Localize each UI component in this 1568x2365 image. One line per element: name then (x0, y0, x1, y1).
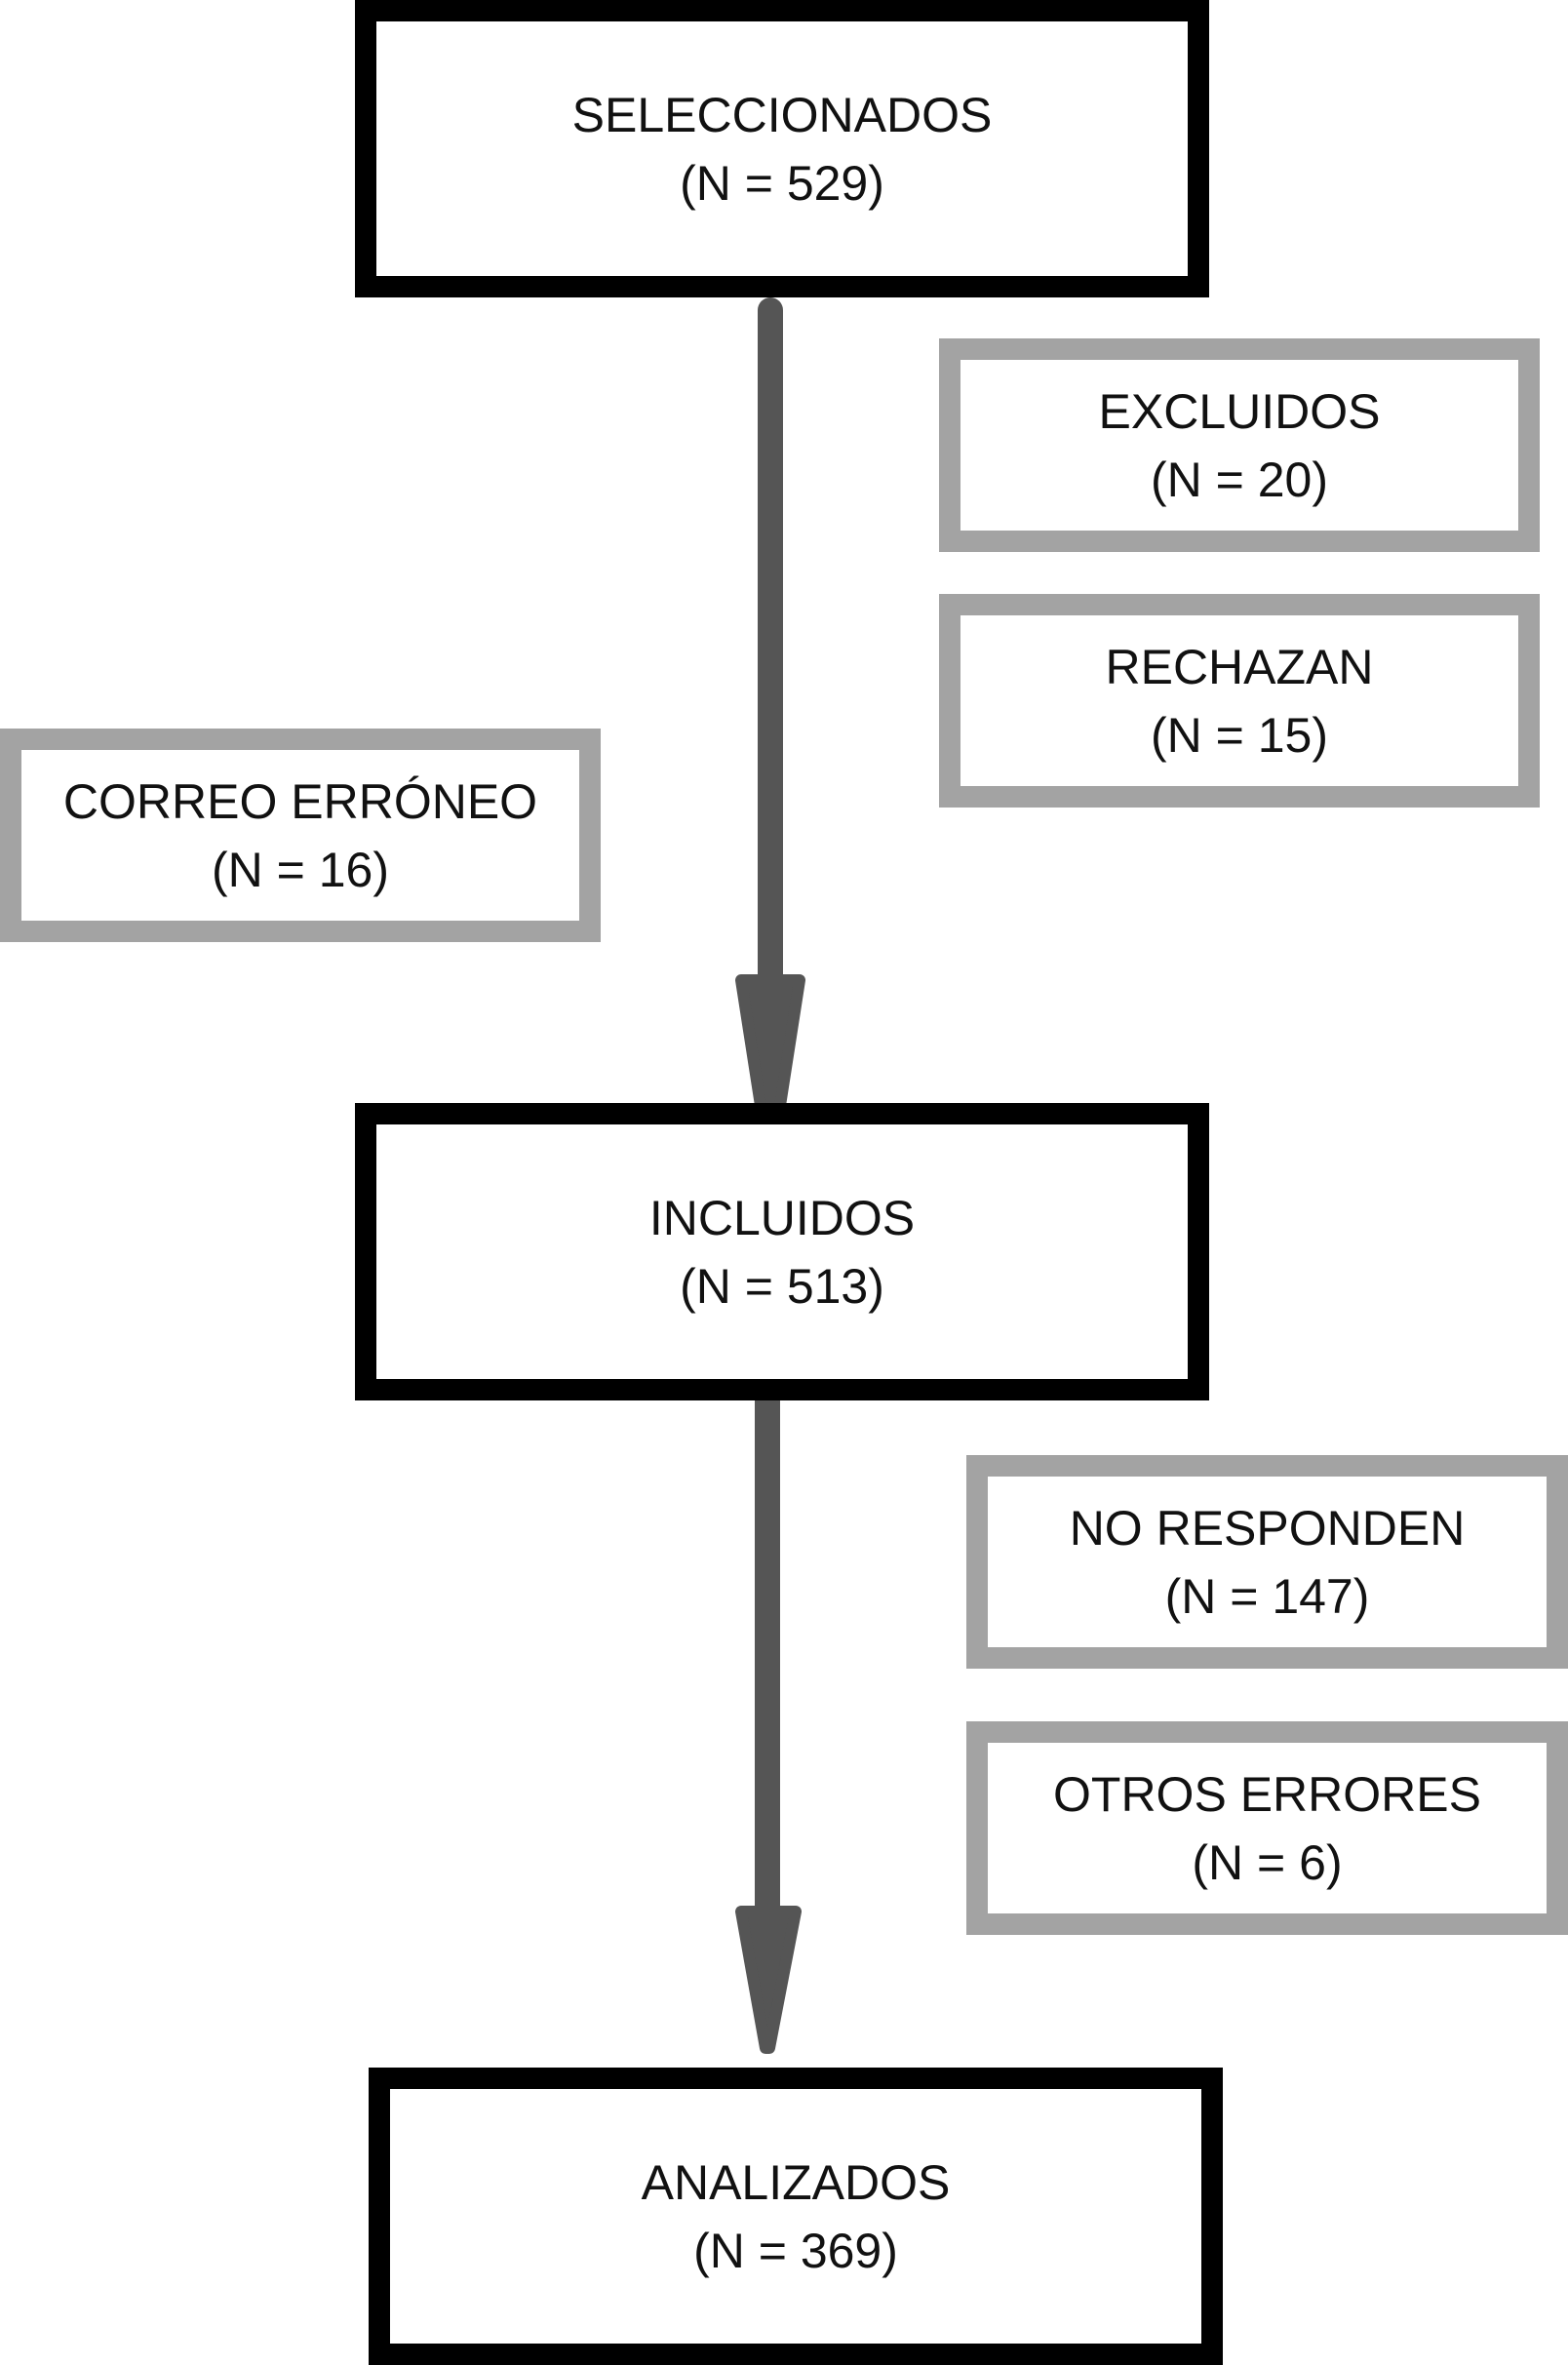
box-analizados: ANALIZADOS (N = 369) (369, 2068, 1223, 2365)
box-no-responden: NO RESPONDEN (N = 147) (966, 1455, 1568, 1669)
box-excluidos-count: (N = 20) (1150, 452, 1328, 507)
box-analizados-count: (N = 369) (693, 2223, 898, 2278)
box-no-responden-label: NO RESPONDEN (1069, 1500, 1466, 1556)
box-excluidos: EXCLUIDOS (N = 20) (939, 338, 1540, 552)
box-seleccionados: SELECCIONADOS (N = 529) (355, 0, 1209, 297)
box-otros-errores-label: OTROS ERRORES (1053, 1766, 1481, 1822)
box-seleccionados-label: SELECCIONADOS (571, 87, 993, 142)
box-correo-erroneo: CORREO ERRÓNEO (N = 16) (0, 729, 601, 942)
box-rechazan-label: RECHAZAN (1105, 639, 1374, 694)
arrow-head-2 (735, 1906, 802, 2054)
box-excluidos-label: EXCLUIDOS (1098, 383, 1381, 439)
box-correo-erroneo-label: CORREO ERRÓNEO (62, 773, 538, 829)
box-incluidos: INCLUIDOS (N = 513) (355, 1103, 1209, 1400)
box-otros-errores: OTROS ERRORES (N = 6) (966, 1721, 1568, 1935)
box-no-responden-count: (N = 147) (1164, 1568, 1370, 1624)
box-incluidos-count: (N = 513) (680, 1258, 884, 1314)
box-otros-errores-count: (N = 6) (1192, 1834, 1343, 1890)
box-analizados-label: ANALIZADOS (641, 2154, 951, 2210)
box-rechazan-count: (N = 15) (1150, 707, 1328, 763)
box-rechazan: RECHAZAN (N = 15) (939, 594, 1540, 808)
box-seleccionados-count: (N = 529) (680, 155, 884, 211)
box-incluidos-label: INCLUIDOS (648, 1190, 916, 1245)
box-correo-erroneo-count: (N = 16) (211, 842, 389, 897)
